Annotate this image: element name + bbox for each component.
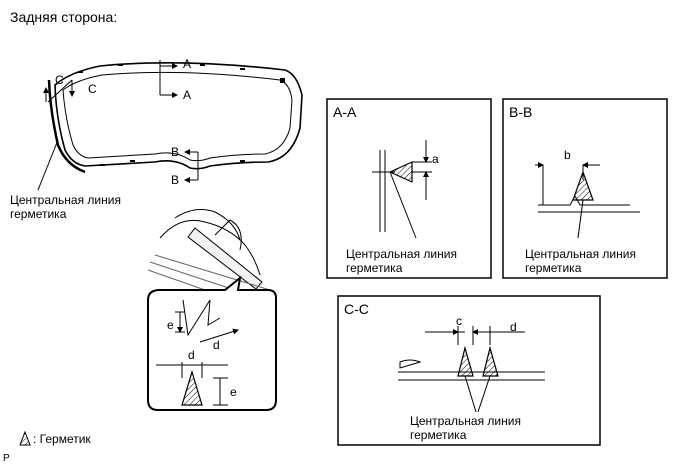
section-cc-title: C-C <box>344 301 369 317</box>
centerline-label-cc-1: Центральная линия <box>410 414 521 428</box>
dim-e-top: e <box>167 318 174 332</box>
section-letter-a-bottom: A <box>183 88 192 102</box>
dim-e-bottom: e <box>230 385 237 399</box>
section-marker-a <box>159 60 178 98</box>
section-letter-b-bottom: B <box>171 173 180 187</box>
section-letter-c-right: C <box>88 82 97 96</box>
dim-d-bottom: d <box>188 348 195 362</box>
dim-a: a <box>432 152 439 166</box>
centerline-label-bb-1: Центральная линия <box>525 247 636 261</box>
footer-code: P <box>3 453 10 464</box>
dim-c: c <box>456 314 462 328</box>
centerline-label-main-2: герметика <box>10 207 67 221</box>
centerline-leader-left <box>37 139 59 191</box>
section-marker-b <box>184 149 199 183</box>
dim-b: b <box>564 148 571 162</box>
centerline-label-cc-2: герметика <box>410 428 467 442</box>
sealant-detail-bubble <box>147 275 277 411</box>
section-letter-c-left: C <box>55 73 64 87</box>
rear-glass-outline <box>47 62 303 174</box>
dim-d-cc: d <box>510 320 517 334</box>
section-bb-title: B-B <box>509 104 533 120</box>
section-aa-title: A-A <box>333 104 357 120</box>
section-marker-c <box>43 79 75 103</box>
section-letter-a-top: A <box>183 57 192 71</box>
panel-cc <box>337 295 601 446</box>
section-letter-b-top: B <box>171 145 180 159</box>
centerline-label-bb-2: герметика <box>525 261 582 275</box>
page-title: Задняя сторона: <box>10 9 118 25</box>
centerline-label-aa-2: герметика <box>346 261 403 275</box>
dim-d-top: d <box>213 338 220 352</box>
glass-clips <box>78 64 285 166</box>
centerline-label-main-1: Центральная линия <box>10 193 121 207</box>
sealant-gun-illustration <box>147 209 271 311</box>
centerline-label-aa-1: Центральная линия <box>346 247 457 261</box>
panel-aa <box>326 98 492 279</box>
panel-bb <box>502 98 668 279</box>
sealant-legend-icon <box>19 430 31 446</box>
sealant-legend-label: : Герметик <box>33 432 91 446</box>
